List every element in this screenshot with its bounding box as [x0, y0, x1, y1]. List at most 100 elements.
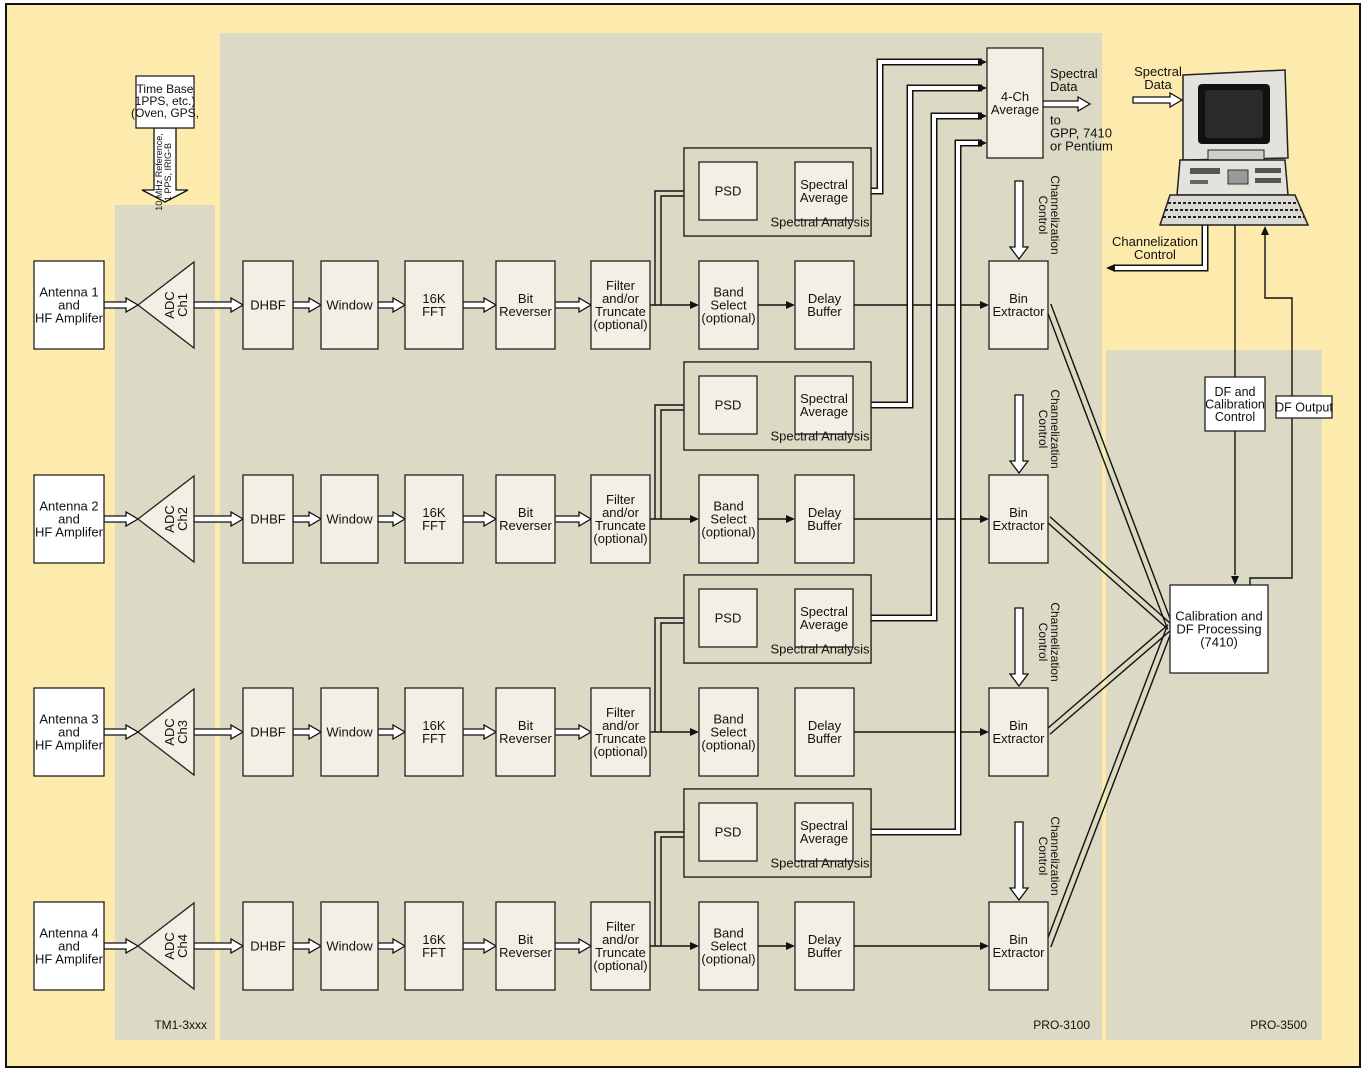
filter-4 — [590, 901, 651, 991]
bitrev-2 — [495, 474, 556, 564]
fft-1 — [404, 260, 464, 350]
band-3 — [698, 687, 759, 777]
window-3 — [320, 687, 379, 777]
arrow-dhbf-window-2 — [292, 510, 323, 528]
head-band-delay-2 — [786, 515, 795, 523]
fft-3 — [404, 687, 464, 777]
time-base-box — [135, 75, 195, 129]
delay-3 — [794, 687, 855, 777]
dhbf-2-label: DHBF — [250, 512, 285, 527]
head-band-delay-4 — [786, 942, 795, 950]
line-filter-psd-4-b — [660, 836, 690, 946]
spectral-analysis-2-label: Spectral Analysis — [771, 429, 870, 444]
adc-3-label: ADCCh3 — [162, 718, 190, 745]
arrow-bitrev-filter-3 — [554, 723, 593, 741]
arrow-fft-bitrev-2 — [462, 510, 498, 528]
line-bin-df-2-a — [1045, 520, 1169, 630]
line-filter-psd-1-b — [660, 195, 690, 305]
line-bin-df-4-b — [1044, 625, 1168, 946]
adc-3-triangle — [136, 687, 195, 777]
bin-3 — [988, 687, 1049, 777]
head-filter-band-2 — [690, 515, 699, 523]
adc-4-triangle — [136, 901, 195, 991]
arrow-dhbf-window-1 — [292, 296, 323, 314]
psd-2 — [698, 375, 758, 435]
window-2-label: Window — [326, 512, 373, 527]
spectral-analysis-1-label: Spectral Analysis — [771, 215, 870, 230]
spectral-analysis-3-label: Spectral Analysis — [771, 642, 870, 657]
adc-1-triangle — [136, 260, 195, 350]
antenna-3-box — [33, 687, 105, 777]
arrow-dhbf-window-4 — [292, 937, 323, 955]
panel-label-pro3100: PRO-3100 — [1033, 1018, 1090, 1032]
psd-1 — [698, 161, 758, 221]
time-base-arrow-label: 10 MHz Reference,1 PPS, IRIG-B — [154, 133, 173, 211]
arrow-window-fft-2 — [377, 510, 407, 528]
head-chan-ctrl-out — [1106, 264, 1115, 272]
df-output-box — [1275, 395, 1333, 419]
adc-group — [136, 260, 195, 991]
fft-4 — [404, 901, 464, 991]
adc-2-label: ADCCh2 — [162, 505, 190, 532]
head-delay-bin-2 — [980, 515, 989, 523]
psd-2-label: PSD — [715, 398, 742, 413]
filter-1 — [590, 260, 651, 350]
df-calib-ctrl-box — [1204, 376, 1266, 432]
line-bin-df-3-a — [1049, 628, 1173, 735]
antenna-2-box — [33, 474, 105, 564]
line-df-output — [1249, 235, 1293, 585]
arrow-window-fft-3 — [377, 723, 407, 741]
arrow-chan-ctrl-1 — [1008, 180, 1030, 261]
filter-3 — [590, 687, 651, 777]
delay-2 — [794, 474, 855, 564]
arrow-adc-dhbf-3 — [193, 723, 245, 741]
specavg-4 — [794, 802, 854, 862]
bitrev-1 — [495, 260, 556, 350]
arrow-dhbf-window-3 — [292, 723, 323, 741]
line-bin-df-1-a — [1044, 305, 1168, 629]
arrow-antenna-adc-3 — [103, 723, 140, 741]
head-filter-band-1 — [690, 301, 699, 309]
window-1-label: Window — [326, 298, 373, 313]
arrow-chan-ctrl-4 — [1008, 821, 1030, 902]
spectral-analysis-4-label: Spectral Analysis — [771, 856, 870, 871]
arrow-spectral-in — [1132, 91, 1184, 109]
chan-ctrl-2-label: ChannelizationControl — [1036, 389, 1062, 468]
line-filter-psd-3-a — [654, 617, 690, 732]
chan-ctrl-3-label: ChannelizationControl — [1036, 602, 1062, 681]
dhbf-3-label: DHBF — [250, 725, 285, 740]
four-ch-average — [986, 47, 1044, 159]
line-filter-psd-2-b — [660, 409, 690, 519]
band-1 — [698, 260, 759, 350]
pipe-specavg-4-inner — [853, 141, 982, 834]
computer-icon — [1158, 69, 1310, 226]
psd-1-label: PSD — [715, 184, 742, 199]
blocks — [33, 47, 1333, 991]
band-2 — [698, 474, 759, 564]
head-avg-in-4 — [978, 139, 987, 147]
